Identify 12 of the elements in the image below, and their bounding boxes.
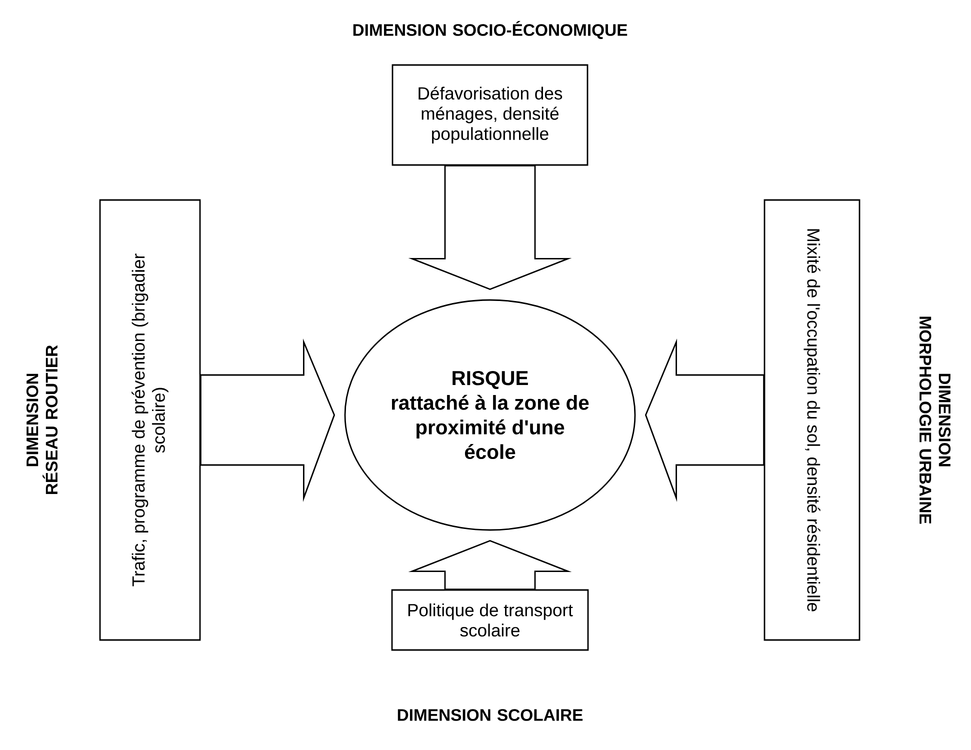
block-arrow <box>408 165 572 290</box>
dimension-heading: DIMENSION MORPHOLOGIE URBAINE <box>919 316 951 524</box>
text-box: Politique de transport scolaire <box>391 589 589 651</box>
dimension-heading: DIMENSION SOCIO-ÉCONOMIQUE <box>353 20 628 40</box>
dimension-heading: DIMENSION SCOLAIRE <box>398 709 583 721</box>
block-arrow <box>408 540 572 590</box>
block-arrow <box>644 338 764 502</box>
dimension-heading: DIMENSION RÉSEAU ROUTIER <box>26 345 58 494</box>
text-box: Mixité de l'occupation du sol, densité résidentielle <box>764 199 860 641</box>
text-box: Défavorisation des ménages, densité populationnelle <box>392 64 588 166</box>
block-arrow <box>200 338 336 502</box>
text-box: Trafic, programme de prévention (brigadier scolaire) <box>99 199 201 641</box>
